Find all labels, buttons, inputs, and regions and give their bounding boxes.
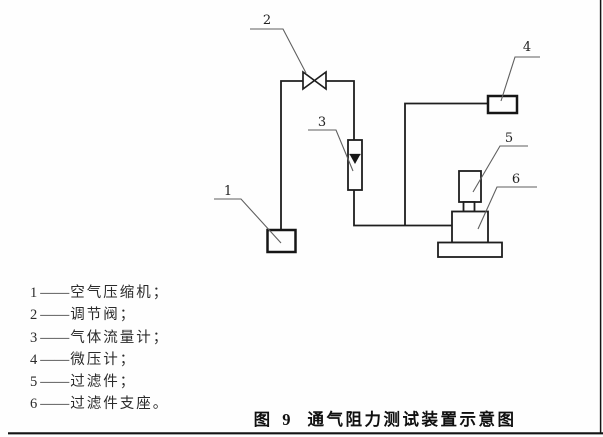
legend-label: 调节阀；	[70, 307, 137, 324]
callout-5: 5	[505, 131, 513, 146]
legend-separator: ——	[40, 285, 70, 301]
pipe-branch-to-manometer	[404, 102, 488, 226]
legend-item-1: 1——空气压缩机；	[30, 282, 169, 304]
legend-number: 1	[30, 285, 40, 301]
callout-numbers: 1 2 3 4 5 6	[224, 13, 531, 199]
legend-separator: ——	[40, 396, 70, 413]
leader-5	[472, 145, 528, 193]
gas-flow-meter-symbol	[347, 139, 363, 191]
figure-caption: 图 9 通气阻力测试装置示意图	[254, 406, 517, 430]
piping	[280, 80, 488, 230]
legend-item-6: 6——过滤件支座。	[30, 393, 169, 415]
legend-separator: ——	[40, 374, 70, 391]
leader-4	[500, 56, 540, 102]
leader-1	[214, 198, 282, 244]
callout-3: 3	[318, 115, 326, 130]
leader-6	[477, 186, 537, 230]
legend-separator: ——	[40, 307, 70, 324]
figure-title: 通气阻力测试装置示意图	[307, 410, 517, 429]
flow-meter-tube	[347, 139, 363, 191]
pipe-compressor-to-valve	[280, 80, 303, 230]
filter-base-plate	[437, 241, 503, 258]
legend-label: 微压计；	[70, 351, 137, 368]
callout-6: 6	[512, 172, 520, 187]
pipe-valve-to-flowmeter	[326, 80, 355, 140]
legend-number: 4	[30, 351, 40, 368]
leader-3	[308, 129, 354, 172]
filter-support-symbol	[451, 210, 489, 244]
legend: 1——空气压缩机； 2——调节阀； 3——气体流量计； 4——微压计； 5——过…	[30, 282, 169, 416]
legend-label: 气体流量计；	[70, 329, 170, 346]
legend-item-3: 3——气体流量计；	[30, 327, 169, 349]
leader-lines	[214, 28, 540, 244]
filter-neck	[462, 201, 476, 213]
legend-separator: ——	[40, 329, 70, 346]
callout-4: 4	[523, 40, 531, 55]
leader-2	[250, 28, 307, 74]
pipe-flowmeter-to-filter	[353, 190, 452, 227]
filter-assembly	[437, 170, 503, 258]
callout-1: 1	[224, 184, 232, 199]
callout-2: 2	[263, 13, 271, 28]
micro-manometer-symbol	[486, 94, 519, 115]
legend-separator: ——	[40, 351, 70, 368]
legend-number: 6	[30, 396, 40, 413]
legend-label: 空气压缩机；	[70, 285, 170, 301]
figure-number: 图 9	[253, 410, 295, 429]
legend-number: 3	[30, 329, 40, 346]
legend-label: 过滤件支座。	[70, 396, 170, 413]
filter-element-symbol	[458, 170, 482, 203]
regulating-valve-icon	[302, 70, 327, 91]
legend-item-5: 5——过滤件；	[30, 371, 169, 393]
legend-number: 2	[30, 307, 40, 324]
flow-meter-float-icon	[350, 155, 360, 164]
legend-item-2: 2——调节阀；	[30, 304, 169, 326]
legend-label: 过滤件；	[70, 374, 137, 391]
legend-item-4: 4——微压计；	[30, 349, 169, 371]
legend-number: 5	[30, 374, 40, 391]
